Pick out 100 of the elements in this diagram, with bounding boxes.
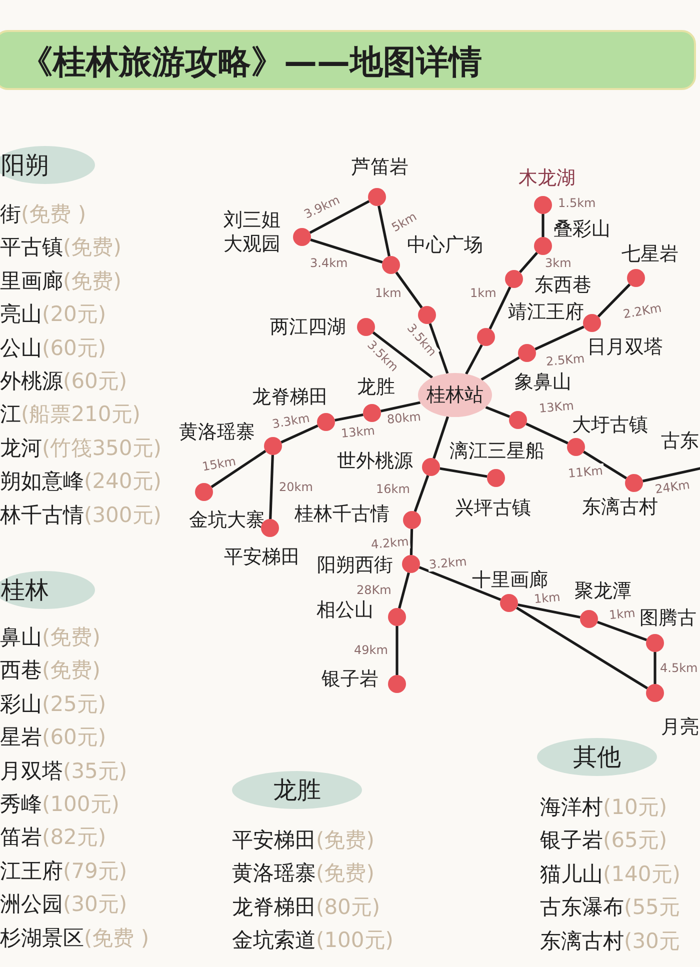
route-line: [395, 272, 423, 308]
route-line: [269, 454, 274, 520]
section-heading: 龙胜: [232, 771, 362, 809]
place-name: 古东: [661, 430, 699, 452]
place-name: 芦笛岩: [350, 155, 410, 179]
place-name: 桂林千古情: [294, 502, 390, 526]
route-line: [597, 284, 631, 318]
ticket-price: (竹筏350元): [42, 434, 162, 461]
distance-label: 4.5km: [659, 661, 699, 675]
attraction-name: 鼻山: [0, 624, 42, 650]
ticket-price: (80元): [316, 894, 380, 920]
ticket-price: (60元): [42, 334, 106, 361]
ticket-price: (30元: [624, 928, 680, 954]
attraction-name: 月双塔: [0, 758, 63, 784]
route-line: [310, 238, 383, 264]
route-line: [582, 450, 628, 480]
attraction-name: 外桃源: [0, 368, 63, 394]
attraction-name: 东漓古村: [540, 928, 624, 954]
attraction-name: 平古镇: [0, 234, 63, 260]
place-name: 日月双塔: [586, 335, 664, 359]
place-name: 龙脊梯田: [251, 385, 329, 409]
distance-label: 1km: [469, 286, 498, 300]
route-line: [414, 475, 430, 512]
ticket-price: (免费): [63, 268, 122, 294]
section-heading: 阳朔: [0, 146, 95, 184]
route-line: [654, 652, 656, 684]
ticket-price: (60元): [42, 724, 106, 750]
attraction-name: 秀峰: [0, 791, 42, 817]
route-line: [480, 356, 520, 381]
attraction-name: 海洋村: [540, 794, 603, 820]
place-name: 阳朔西街: [316, 553, 394, 577]
attraction-name: 朔如意峰: [0, 468, 84, 494]
route-line: [309, 200, 370, 234]
section-heading: 桂林: [0, 571, 95, 609]
ticket-price: (25元): [42, 690, 106, 717]
route-line: [485, 406, 510, 418]
ticket-price: (10元): [603, 794, 668, 820]
place-name: 木龙湖: [518, 166, 576, 190]
place-name: 图腾古: [638, 606, 698, 630]
attraction-name: 金坑索道: [232, 927, 316, 954]
attraction-name: 龙河: [0, 434, 42, 461]
route-line: [518, 604, 580, 618]
attraction-name: 古东瀑布: [540, 894, 624, 920]
place-name: 龙胜: [356, 375, 396, 399]
distance-label: 28Km: [356, 583, 392, 597]
route-line: [432, 416, 450, 459]
ticket-price: (船票210元): [21, 401, 140, 428]
place-name: 叠彩山: [552, 217, 612, 241]
attraction-name: 银子岩: [540, 827, 603, 854]
route-line: [534, 326, 584, 350]
ticket-price: (30元): [63, 891, 128, 918]
title-banner: 《桂林旅游攻略》——地图详情: [0, 30, 696, 90]
distance-label: 49km: [353, 643, 389, 657]
place-name: 象鼻山: [514, 370, 572, 394]
route-line: [378, 206, 390, 256]
ticket-price: (65元): [603, 827, 668, 854]
attraction-name: 林千古情: [0, 502, 84, 528]
ticket-price: (免费): [42, 624, 100, 650]
distance-label: 3.4km: [309, 256, 349, 270]
place-name: 世外桃源: [336, 449, 414, 473]
ticket-price: (免费): [42, 657, 100, 684]
ticket-price: (20元): [42, 301, 106, 328]
place-name: 七星岩: [620, 242, 680, 266]
attraction-name: 里画廊: [0, 268, 63, 294]
place-name: 十里画廊: [471, 568, 549, 592]
attraction-name: 黄洛瑶寨: [232, 860, 316, 886]
route-line: [418, 566, 502, 601]
route-line: [518, 252, 538, 274]
ticket-price: (140元): [603, 860, 680, 887]
route-line: [428, 323, 449, 374]
attraction-name: 街: [0, 201, 21, 227]
place-name: 黄洛瑶寨: [178, 420, 256, 444]
route-line: [642, 466, 700, 482]
attraction-name: 平安梯田: [232, 827, 316, 853]
attraction-name: 亮山: [0, 301, 42, 328]
distance-label: 1km: [374, 286, 402, 300]
ticket-price: (免费 ): [21, 201, 86, 227]
distance-label: 3km: [544, 256, 572, 270]
route-line: [542, 214, 544, 237]
place-name: 聚龙潭: [574, 579, 632, 603]
ticket-price: (79元): [63, 858, 128, 884]
route-line: [334, 413, 364, 422]
ticket-price: (82元): [42, 824, 106, 850]
ticket-price: (100元): [42, 791, 120, 817]
route-line: [210, 450, 266, 488]
ticket-price: (免费 ): [84, 924, 150, 951]
route-line: [398, 572, 410, 609]
place-name: 靖江王府: [507, 300, 585, 324]
place-name: 两江四湖: [269, 315, 347, 339]
distance-label: 1.5km: [557, 196, 597, 210]
route-line: [396, 626, 398, 675]
place-name: 月亮: [660, 715, 700, 739]
attraction-name: 公山: [0, 334, 42, 361]
ticket-price: (300元): [84, 502, 162, 528]
ticket-price: (35元): [63, 758, 128, 784]
ticket-price: (免费): [316, 827, 374, 853]
attraction-name: 江: [0, 401, 21, 428]
place-name: 东漓古村: [581, 495, 659, 519]
place-name: 兴坪古镇: [454, 496, 532, 520]
attraction-name: 龙脊梯田: [232, 894, 316, 920]
